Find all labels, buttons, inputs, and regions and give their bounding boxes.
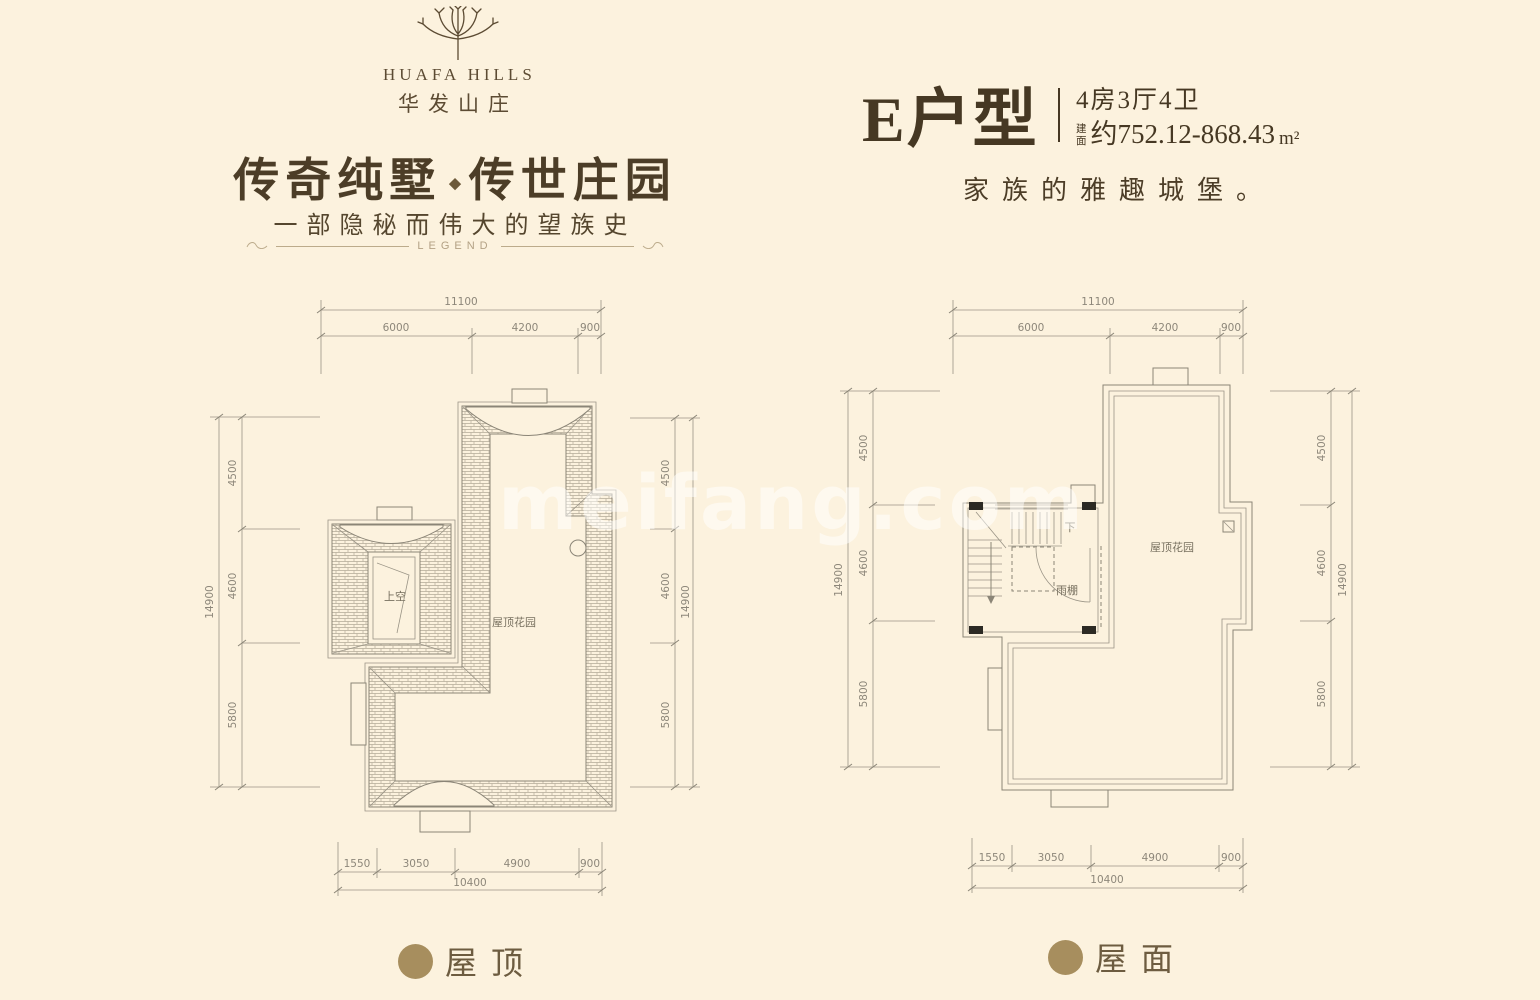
svg-text:4900: 4900	[504, 858, 531, 870]
plan-roofsurface-dim-right: 4500 4600 5800 14900	[1270, 387, 1360, 771]
legend-label: LEGEND	[417, 240, 493, 252]
plan-roof-dim-left: 14900 4500 4600 5800	[204, 413, 320, 791]
plan-roofsurface-drawing: 下 雨棚 屋顶花园	[962, 367, 1253, 808]
unit-area-label: 建 面	[1076, 123, 1087, 147]
bullet-dot-icon	[398, 943, 433, 979]
unit-area-unit: m²	[1279, 128, 1300, 149]
svg-text:4500: 4500	[858, 435, 870, 462]
svg-text:14900: 14900	[1337, 563, 1349, 596]
legend-divider: LEGEND	[246, 240, 664, 252]
plan-roof-dim-right: 4500 4600 5800 14900	[630, 414, 700, 791]
svg-text:4600: 4600	[227, 573, 239, 600]
brand-logo: HUAFA HILLS 华发山庄	[383, 5, 536, 118]
svg-text:6000: 6000	[1018, 322, 1045, 334]
plan-roofsurface-dim-bottom: 1550 3050 4900 900 10400	[967, 838, 1248, 893]
legend-rule-left	[276, 245, 410, 247]
headline-left: 传奇纯墅	[233, 155, 442, 206]
svg-text:900: 900	[1221, 852, 1241, 864]
svg-text:900: 900	[580, 322, 600, 334]
room-label-void: 上空	[384, 589, 406, 603]
plan-roof-dim-bottom: 1550 3050 4900 900 10400	[333, 842, 607, 896]
svg-text:900: 900	[580, 858, 600, 870]
svg-text:4500: 4500	[660, 460, 672, 487]
room-label-roof-garden: 屋顶花园	[1150, 541, 1194, 554]
plan-roofsurface-dim-left: 14900 4500 4600 5800	[833, 387, 940, 771]
headline-ornament-icon: ◆	[449, 176, 461, 192]
svg-text:4600: 4600	[1316, 550, 1328, 577]
room-label-roof-garden: 屋顶花园	[492, 616, 536, 629]
unit-type-title: E户型	[862, 84, 1039, 155]
plan-roof-dim-top: 11100 6000 4200 900	[316, 296, 606, 374]
flourish-right-icon	[642, 242, 664, 249]
svg-text:4200: 4200	[1152, 322, 1179, 334]
svg-text:5800: 5800	[227, 702, 239, 729]
svg-text:4900: 4900	[1142, 852, 1169, 864]
plan-roof-drawing: 上空 屋顶花园	[327, 388, 617, 833]
unit-area: 建 面 约752.12-868.43 m²	[1076, 112, 1299, 151]
tree-icon	[417, 5, 499, 61]
svg-text:5800: 5800	[660, 702, 672, 729]
svg-text:4500: 4500	[227, 460, 239, 487]
caption-roof-label: 屋顶	[445, 945, 538, 981]
svg-text:14900: 14900	[833, 563, 845, 596]
svg-text:900: 900	[1221, 322, 1241, 334]
svg-text:1550: 1550	[344, 858, 371, 870]
svg-text:14900: 14900	[204, 585, 216, 618]
headline-right: 传世庄园	[468, 155, 677, 206]
room-label-down: 下	[1065, 522, 1076, 534]
svg-text:4600: 4600	[660, 573, 672, 600]
bullet-dot-icon	[1048, 939, 1083, 975]
svg-text:10400: 10400	[1090, 874, 1123, 886]
svg-text:10400: 10400	[453, 877, 486, 889]
caption-roofsurface: 屋面	[1048, 934, 1187, 980]
svg-text:4200: 4200	[512, 322, 539, 334]
svg-text:5800: 5800	[858, 681, 870, 708]
svg-text:3050: 3050	[403, 858, 430, 870]
unit-room-config: 4房3厅4卫	[1076, 87, 1201, 114]
caption-roofsurface-label: 屋面	[1095, 941, 1188, 977]
unit-title-divider	[1058, 88, 1060, 142]
hero-subheadline: 一部隐秘而伟大的望族史	[273, 213, 637, 239]
plan-roofsurface-dim-top: 11100 6000 4200 900	[948, 296, 1248, 374]
svg-text:3050: 3050	[1038, 852, 1065, 864]
unit-slogan: 家族的雅趣城堡。	[963, 176, 1276, 205]
svg-text:4500: 4500	[1316, 435, 1328, 462]
caption-roof: 屋顶	[398, 938, 537, 984]
svg-text:14900: 14900	[680, 585, 692, 618]
room-label-canopy: 雨棚	[1056, 583, 1078, 597]
svg-text:5800: 5800	[1316, 681, 1328, 708]
brand-name-cn: 华发山庄	[398, 92, 518, 116]
svg-text:4600: 4600	[858, 550, 870, 577]
unit-area-value: 约752.12-868.43	[1090, 119, 1276, 149]
svg-text:1550: 1550	[979, 852, 1006, 864]
hero-headline: 传奇纯墅 ◆ 传世庄园	[0, 144, 910, 210]
svg-text:11100: 11100	[444, 296, 477, 308]
brand-name-en: HUAFA HILLS	[383, 65, 536, 84]
legend-rule-right	[500, 245, 634, 247]
svg-text:11100: 11100	[1081, 296, 1114, 308]
flourish-left-icon	[246, 242, 268, 249]
svg-text:6000: 6000	[383, 322, 410, 334]
